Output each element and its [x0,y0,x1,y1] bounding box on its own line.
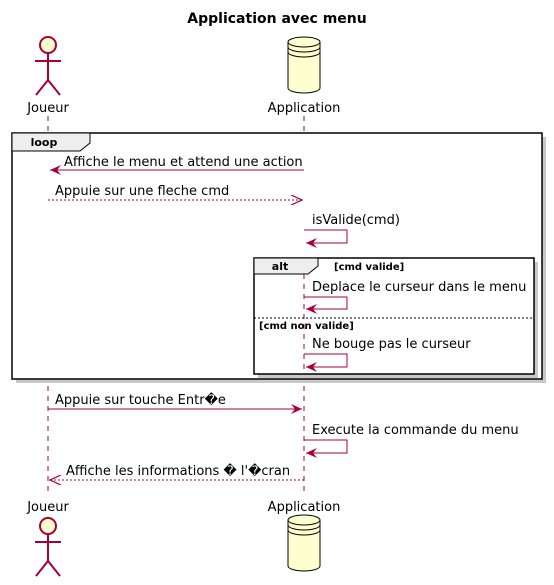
message-7-label: Execute la commande du menu [312,423,519,438]
message-1-label: Affiche le menu et attend une action [64,155,303,170]
diagram-title: Application avec menu [187,11,366,27]
participant-joueur-bottom: Joueur [26,500,69,515]
loop-tab [11,132,91,152]
loop-label: loop [31,136,58,149]
actor-icon [35,36,61,96]
message-3-label: isValide(cmd) [312,213,400,228]
message-4-arrow [304,296,348,314]
participant-application-top: Application [268,101,341,116]
message-5-label: Ne bouge pas le curseur [312,337,471,352]
message-7-arrow [304,439,348,458]
participant-joueur-top: Joueur [26,101,69,116]
alt-frame [253,257,535,375]
message-2-label: Appuie sur une fleche cmd [55,184,229,199]
message-5-arrow [304,353,348,372]
alt-tab [253,257,319,275]
actor-icon [35,517,61,577]
alt-label: alt [272,260,288,273]
message-6-label: Appuie sur touche Entr�e [55,391,226,408]
message-4-label: Deplace le curseur dans le menu [312,280,526,295]
message-3-arrow [304,229,348,248]
database-icon [287,514,321,572]
participant-application-bottom: Application [268,500,341,515]
alt-guard-valid: [cmd valide] [334,262,404,273]
alt-guard-invalid: [cmd non valide] [259,321,354,332]
message-8-label: Affiche les informations � l'�cran [66,462,290,479]
database-icon [287,36,321,94]
